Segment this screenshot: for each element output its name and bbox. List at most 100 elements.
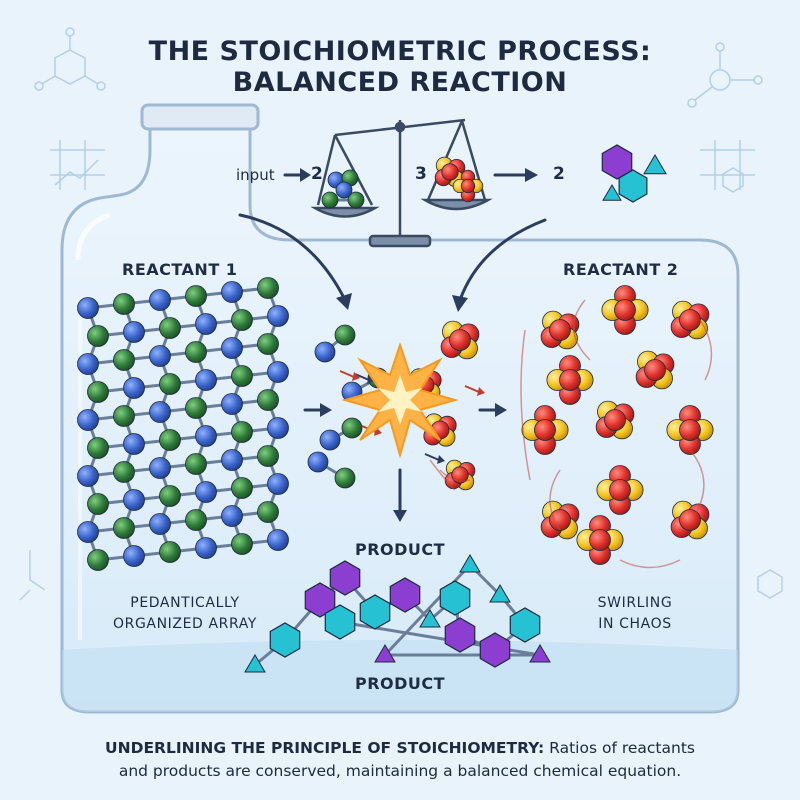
reactant-2-desc-line-1: SWIRLING: [597, 595, 673, 611]
atom-blue: [335, 181, 353, 199]
footer-line-2: and products are conserved, maintaining …: [118, 762, 682, 780]
atom-green: [257, 445, 279, 467]
reactant-1-desc-line-1: PEDANTICALLY: [130, 595, 240, 611]
atom-green: [113, 293, 135, 315]
atom-blue: [77, 521, 99, 543]
footer-bold: UNDERLINING THE PRINCIPLE OF STOICHIOMET…: [105, 739, 545, 757]
triangle-unit: [459, 554, 481, 573]
bond: [383, 563, 472, 657]
atom-green: [113, 349, 135, 371]
hexagon-unit: [601, 144, 633, 180]
hexagon-unit: [618, 169, 648, 203]
reaction-burst: [341, 341, 459, 459]
atom-green: [185, 397, 207, 419]
background-decorations: [19, 27, 783, 601]
hexagon-unit: [324, 604, 356, 640]
atom-green: [231, 421, 253, 443]
hexagon-unit: [269, 622, 301, 658]
atom-blue: [195, 369, 217, 391]
atom-red: [549, 509, 571, 531]
atom-blue: [267, 473, 289, 495]
atom-blue: [77, 353, 99, 375]
atom-green: [257, 333, 279, 355]
reactant-2-description: SWIRLING IN CHAOS: [560, 593, 710, 635]
atom-green: [321, 191, 339, 209]
atom-green: [87, 381, 109, 403]
atom-blue: [149, 289, 171, 311]
atom-green: [257, 501, 279, 523]
motion-arrow: [339, 370, 355, 378]
atom-blue: [149, 345, 171, 367]
reactant-2-label: REACTANT 2: [563, 260, 679, 279]
atom-red: [534, 419, 556, 441]
footer-line-1: UNDERLINING THE PRINCIPLE OF STOICHIOMET…: [0, 737, 800, 759]
reactant-1-desc-line-2: ORGANIZED ARRAY: [113, 616, 257, 632]
motion-arrow-head: [367, 375, 375, 384]
atom-green: [87, 437, 109, 459]
atom-green: [159, 429, 181, 451]
motion-arrow: [424, 453, 440, 461]
atom-blue: [221, 337, 243, 359]
atom-blue: [221, 281, 243, 303]
atom-green: [231, 533, 253, 555]
atom-blue: [221, 393, 243, 415]
motion-arrow-head: [352, 372, 360, 381]
atom-blue: [221, 505, 243, 527]
atom-blue: [77, 297, 99, 319]
atom-green: [159, 541, 181, 563]
motion-arrow: [354, 373, 370, 381]
atom-green: [113, 405, 135, 427]
triangle-unit: [643, 154, 667, 175]
atom-green: [231, 365, 253, 387]
atom-green: [257, 389, 279, 411]
atom-green: [113, 461, 135, 483]
title-line-1: THE STOICHIOMETRIC PROCESS:: [148, 36, 652, 67]
atom-red: [609, 479, 631, 501]
atom-blue: [195, 313, 217, 335]
atom-green: [113, 517, 135, 539]
hexagon-unit: [329, 560, 361, 596]
atom-green: [185, 453, 207, 475]
atom-green: [257, 277, 279, 299]
atom-green: [334, 324, 356, 346]
atom-blue: [123, 545, 145, 567]
atom-red: [441, 163, 459, 181]
hexagon-unit: [509, 607, 541, 643]
reactant-2-desc-line-2: IN CHAOS: [598, 616, 672, 632]
triangle-unit: [244, 654, 266, 673]
triangle-unit: [374, 644, 396, 663]
atom-green: [87, 549, 109, 571]
atom-blue: [307, 451, 329, 473]
atom-red: [614, 299, 636, 321]
atom-red: [460, 178, 476, 194]
atom-green: [185, 285, 207, 307]
atom-red: [559, 369, 581, 391]
atom-green: [231, 477, 253, 499]
footer-rest: Ratios of reactants: [544, 739, 695, 757]
triangle-unit: [489, 584, 511, 603]
hexagon-unit: [304, 582, 336, 618]
atom-green: [159, 485, 181, 507]
motion-arrow-head: [477, 387, 485, 396]
atom-blue: [195, 537, 217, 559]
atom-blue: [123, 489, 145, 511]
atom-green: [185, 509, 207, 531]
atom-blue: [221, 449, 243, 471]
hexagon-unit: [439, 580, 471, 616]
atom-red: [679, 509, 701, 531]
atom-blue: [123, 433, 145, 455]
reactant-1-label: REACTANT 1: [122, 260, 238, 279]
atom-red: [679, 309, 701, 331]
atom-blue: [195, 481, 217, 503]
hexagon-unit: [479, 632, 511, 668]
atom-blue: [149, 457, 171, 479]
atom-green: [159, 373, 181, 395]
atom-red: [604, 409, 626, 431]
atom-blue: [319, 429, 341, 451]
atom-red: [679, 419, 701, 441]
atom-blue: [267, 305, 289, 327]
atom-blue: [267, 361, 289, 383]
triangle-unit: [419, 609, 441, 628]
atom-blue: [267, 417, 289, 439]
motion-arrow-head: [437, 455, 445, 464]
